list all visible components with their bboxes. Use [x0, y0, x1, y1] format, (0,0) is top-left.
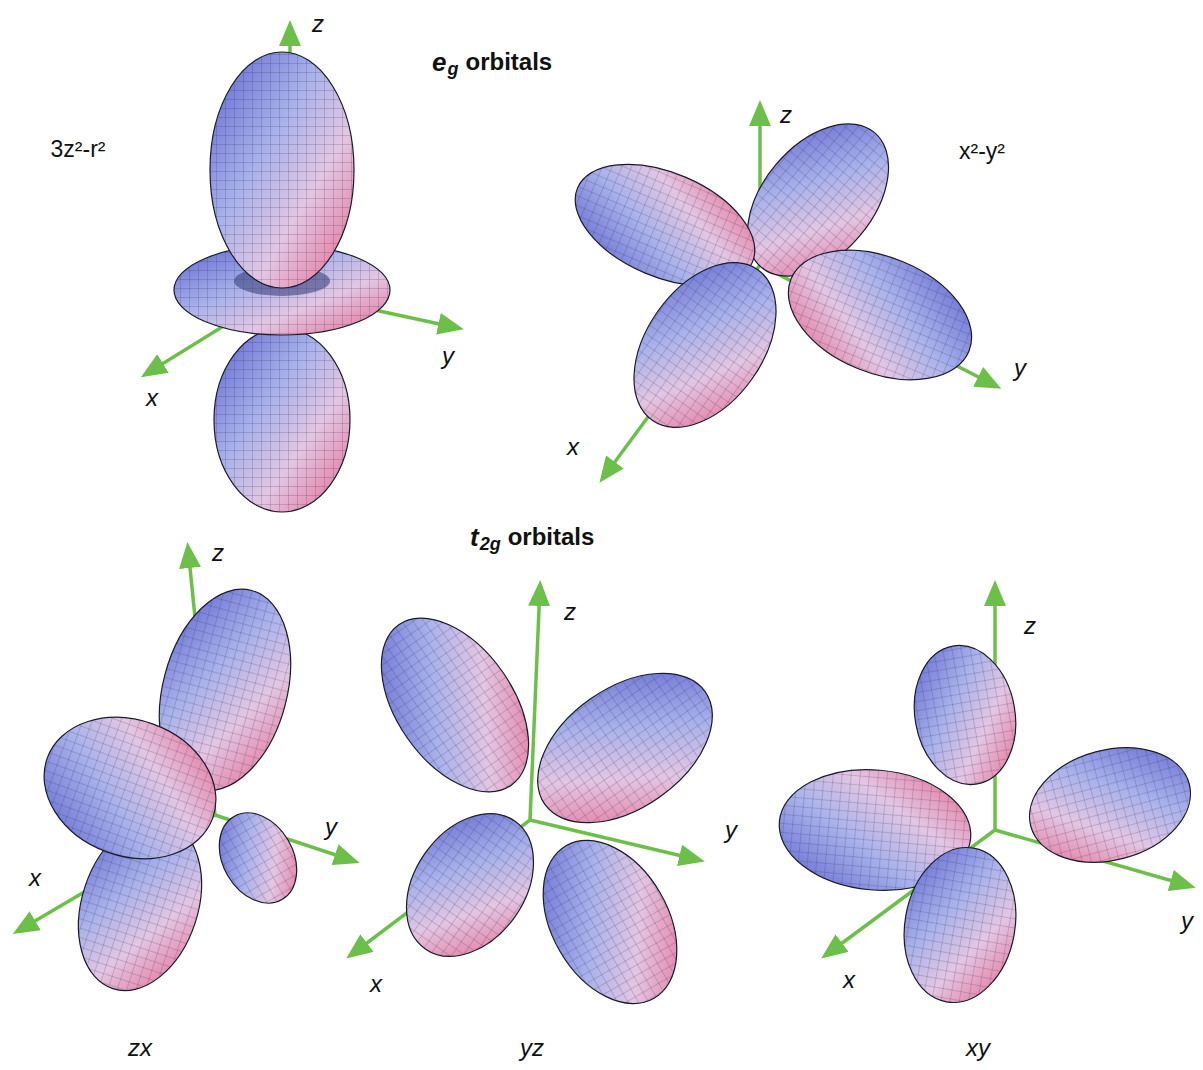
axis-label: y	[1014, 355, 1026, 381]
axis-label: x	[567, 434, 579, 460]
axis-label: x	[146, 385, 158, 411]
dx2y2-orbital	[557, 97, 991, 453]
axis-label: x	[29, 865, 41, 891]
heading-text: orbitals	[508, 524, 595, 550]
heading-subscript: g	[447, 60, 458, 80]
heading-text: t	[470, 523, 479, 552]
axes	[18, 26, 1190, 955]
axis-label: z	[312, 11, 324, 37]
axis-label: z	[1024, 613, 1036, 639]
orbital-label: yz	[520, 1035, 544, 1061]
orbital-label: 3z²-r²	[51, 137, 106, 162]
heading-text: orbitals	[465, 49, 552, 75]
orbital-label: x²-y²	[959, 139, 1005, 164]
dz2-orbital	[174, 52, 390, 512]
heading-subscript: 2g	[480, 535, 501, 555]
axis-label: y	[725, 817, 737, 843]
axis-label: z	[212, 540, 224, 566]
dxy-orbital	[774, 637, 1203, 1011]
axis-label: y	[1181, 908, 1193, 934]
orbital-label: zx	[128, 1035, 152, 1061]
axis-label: z	[780, 102, 792, 128]
dzx-orbital	[24, 574, 312, 1006]
axis-label: x	[843, 967, 855, 993]
heading-text: e	[432, 48, 446, 77]
axis-label: z	[564, 599, 576, 625]
dyz-orbital	[351, 591, 739, 1027]
axis-label: y	[442, 343, 454, 369]
orbital-label: xy	[966, 1035, 990, 1061]
axis-label: x	[370, 971, 382, 997]
axis-label: y	[325, 814, 337, 840]
